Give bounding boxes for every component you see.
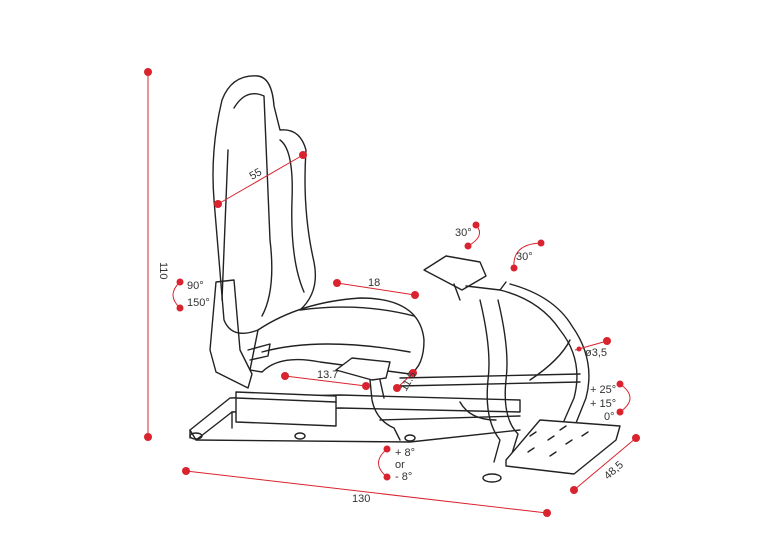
shifter-angle-lower: - 8°	[395, 471, 412, 483]
tube-diameter-label: ø3,5	[585, 347, 607, 359]
cockpit-line-art	[189, 75, 621, 483]
pedal-angle-25: + 25°	[590, 384, 616, 396]
seat-slider-rail	[235, 391, 337, 427]
length-label: 130	[352, 493, 370, 505]
shifter-plate	[335, 357, 391, 381]
shifter-angle-upper: + 8°	[395, 447, 415, 459]
wheel-tilt-top-label: 30°	[455, 227, 472, 239]
seat-backrest	[212, 75, 317, 334]
recline-upper-label: 90°	[187, 280, 204, 292]
shifter-angle: + 8° or - 8°	[378, 445, 415, 483]
dimension-length: 130	[182, 467, 551, 517]
pedal-angle-15: + 15°	[590, 398, 616, 410]
wheel-tilt-top: 30°	[455, 221, 481, 250]
pedal-width-label: 48,5	[602, 459, 626, 482]
seat-depth-label: 18	[368, 277, 380, 289]
dimension-tube-diameter: ø3,5	[574, 337, 611, 359]
height-label: 110	[157, 262, 169, 280]
wheel-mount-column	[479, 299, 519, 463]
shifter-offset-label: 13.7	[317, 369, 338, 381]
wheel-tilt-side: 30°	[510, 239, 545, 272]
backrest-width-label: 55	[248, 166, 265, 183]
shifter-angle-or: or	[395, 459, 405, 471]
dimension-backrest-width: 55	[214, 151, 307, 208]
recline-lower-label: 150°	[187, 297, 210, 309]
pedal-angle: + 25° + 15° 0°	[590, 380, 631, 423]
dimension-shifter-offset: 13.7	[281, 369, 370, 390]
pedal-angle-0: 0°	[604, 411, 615, 423]
dimension-seat-depth: 18	[333, 277, 419, 299]
dimension-height: 110	[144, 68, 169, 441]
recline-bracket	[209, 279, 253, 389]
wheel-tilt-side-label: 30°	[516, 251, 533, 263]
recline-angle: 90° 150°	[172, 278, 210, 312]
seat-cushion	[249, 297, 425, 375]
